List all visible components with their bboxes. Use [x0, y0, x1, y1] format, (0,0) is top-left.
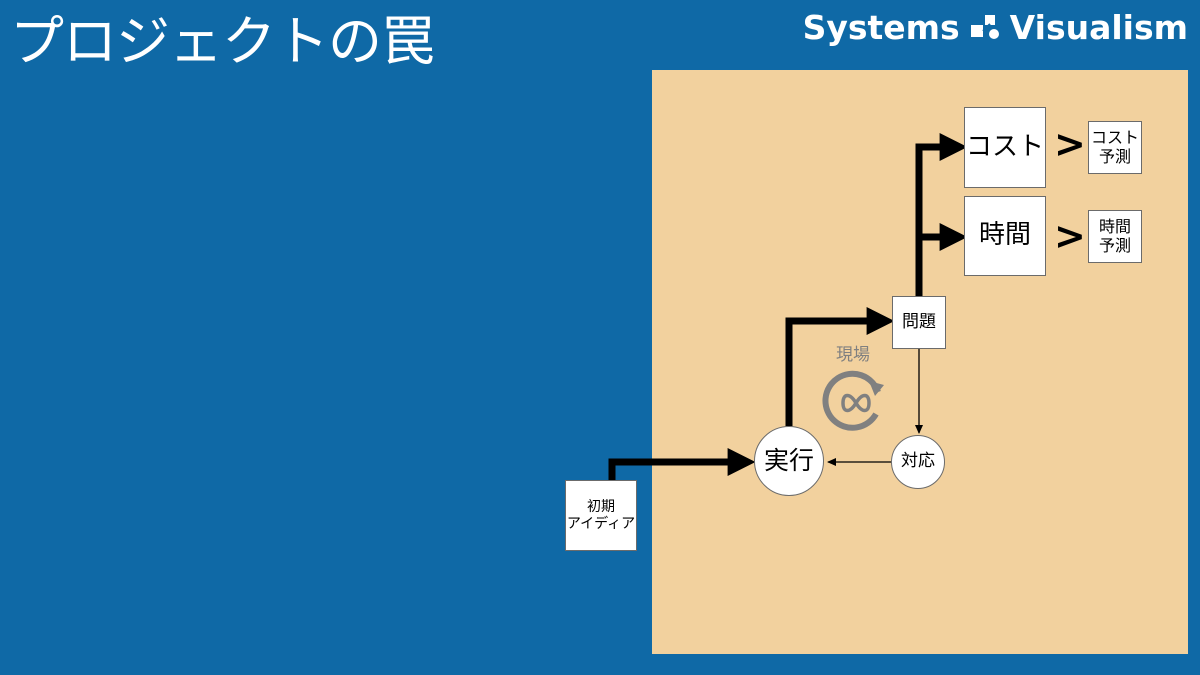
field-label: 現場 — [836, 345, 870, 365]
response-label: 対応 — [901, 451, 935, 472]
brand-name-left: Systems — [802, 7, 960, 47]
cost-forecast-line2: 予測 — [1098, 146, 1131, 166]
execution-label: 実行 — [763, 445, 814, 475]
initial-idea-line1: 初期 — [587, 499, 615, 516]
time-forecast-box: 時間 予測 — [1088, 210, 1142, 263]
infinity-loop-icon — [822, 370, 884, 431]
time-greater-than: > — [1054, 214, 1086, 258]
brand-header: Systems Visualism — [803, 6, 1188, 48]
initial-idea-box: 初期 アイディア — [565, 480, 637, 551]
systems-visualism-logo-icon — [970, 15, 999, 39]
response-node: 対応 — [891, 435, 945, 489]
problem-label: 問題 — [902, 311, 936, 332]
problem-box: 問題 — [892, 296, 946, 349]
time-forecast-line2: 予測 — [1098, 235, 1131, 255]
initial-idea-line2: アイディア — [566, 515, 636, 532]
cost-greater-than: > — [1054, 122, 1086, 166]
cost-box: コスト — [964, 107, 1046, 188]
slide-title: プロジェクトの罠 — [10, 10, 435, 73]
brand-name-right: Visualism — [1009, 7, 1188, 47]
time-label: 時間 — [978, 220, 1031, 251]
execution-node: 実行 — [754, 426, 824, 496]
time-box: 時間 — [964, 196, 1046, 276]
time-forecast-line1: 時間 — [1098, 217, 1131, 237]
cost-forecast-line1: コスト — [1090, 128, 1139, 148]
cost-label: コスト — [965, 131, 1044, 162]
cost-forecast-box: コスト 予測 — [1088, 121, 1142, 174]
